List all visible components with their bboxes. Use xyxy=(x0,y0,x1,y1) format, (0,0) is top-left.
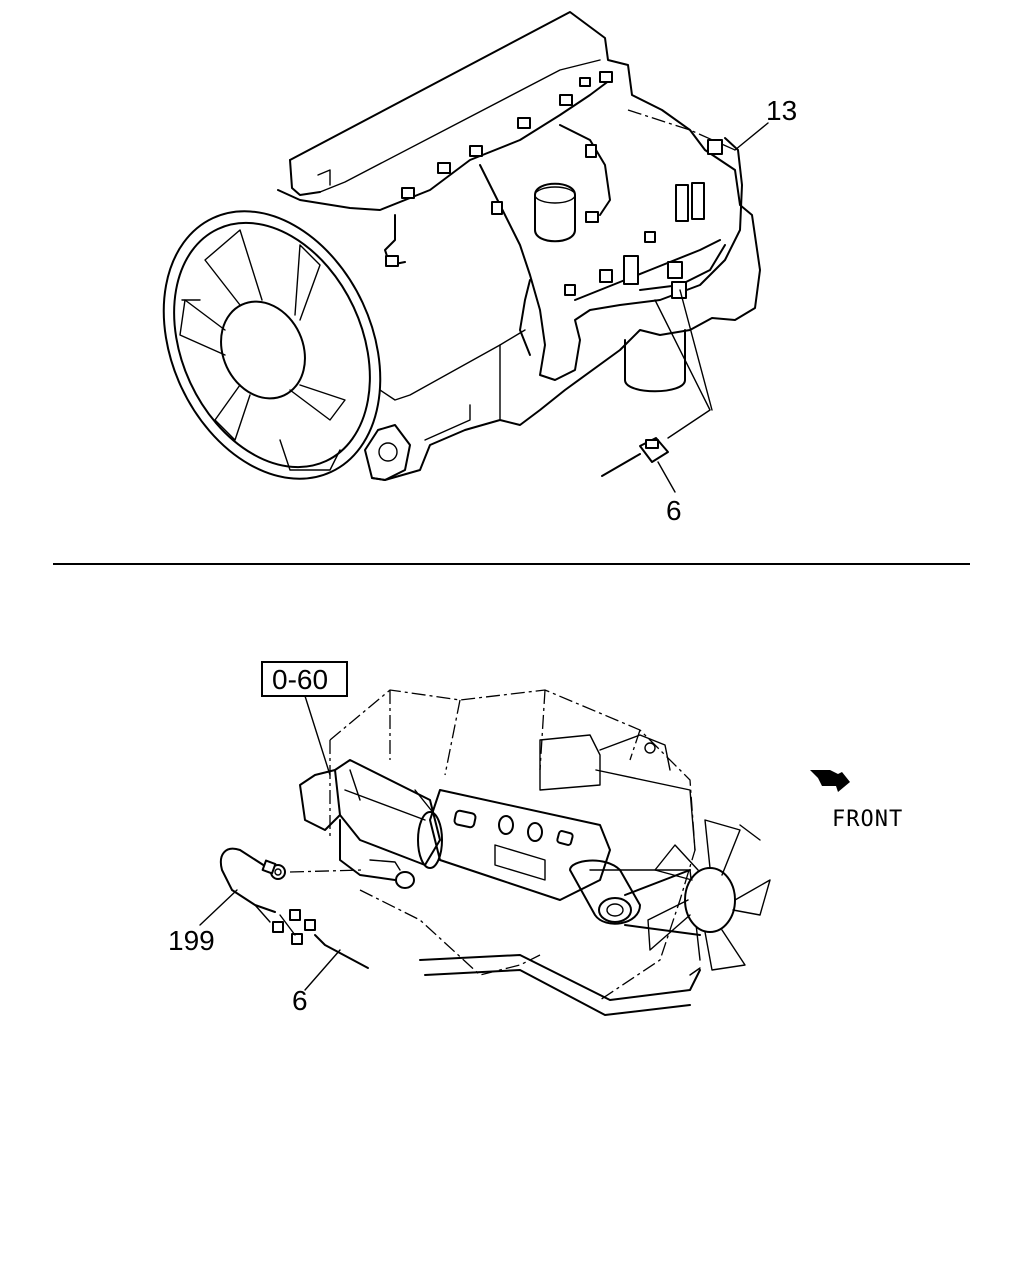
callout-6-top: 6 xyxy=(666,495,682,526)
engine-top-view xyxy=(162,11,769,481)
front-label: FRONT xyxy=(832,807,903,832)
callout-199: 199 xyxy=(168,925,215,956)
reference-box: 0-60 xyxy=(261,661,348,776)
front-direction-indicator: FRONT xyxy=(810,770,903,832)
sensor-part-top xyxy=(601,437,676,493)
cable-assembly xyxy=(199,847,316,945)
front-arrow-icon xyxy=(810,770,850,792)
reference-label: 0-60 xyxy=(272,664,328,695)
callout-13: 13 xyxy=(766,95,797,126)
callout-6-bottom: 6 xyxy=(292,985,308,1016)
sensor-part-bottom xyxy=(304,934,369,991)
engine-bottom-view xyxy=(270,689,771,1016)
